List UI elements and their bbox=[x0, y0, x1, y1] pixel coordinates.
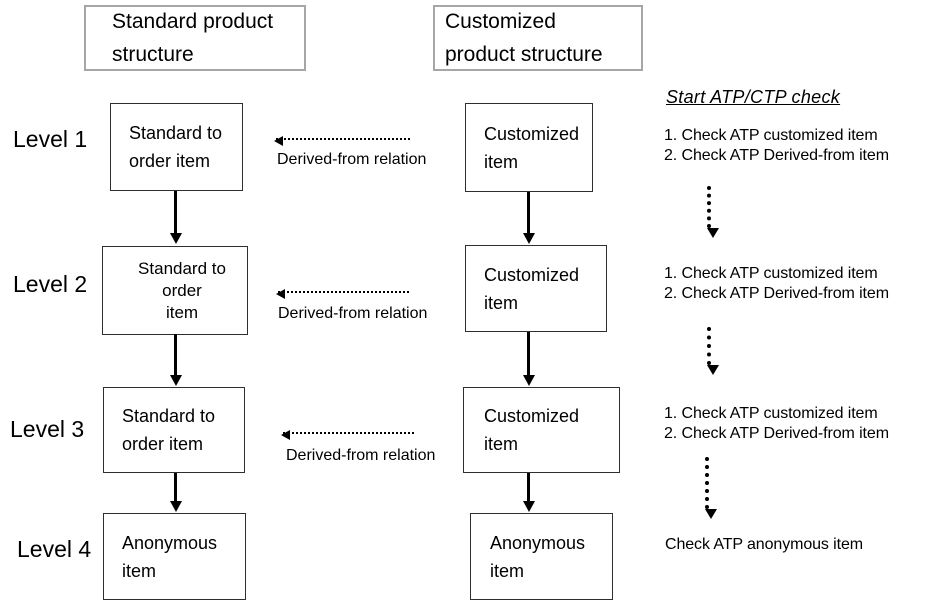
customized-item-box-level-3: Customized item bbox=[463, 387, 620, 473]
anonymous-item-box-customized: Anonymous item bbox=[470, 513, 613, 600]
derived-from-label-level-2: Derived-from relation bbox=[278, 305, 428, 322]
standard-item-box-level-3: Standard to order item bbox=[103, 387, 245, 473]
down-arrow-customized-3-4-icon bbox=[527, 473, 530, 501]
customized-structure-header: Customized product structure bbox=[433, 5, 643, 71]
level-1-label: Level 1 bbox=[13, 126, 88, 152]
down-arrow-standard-3-4-icon bbox=[174, 473, 177, 501]
down-arrow-customized-2-3-icon bbox=[527, 332, 530, 375]
level-4-label: Level 4 bbox=[17, 536, 92, 562]
standard-structure-header: Standard product structure bbox=[84, 5, 306, 71]
atp-check-title: Start ATP/CTP check bbox=[666, 87, 841, 107]
derived-from-arrow-level-1-icon bbox=[274, 136, 410, 146]
down-arrow-standard-1-2-icon bbox=[174, 191, 177, 233]
atp-sequence-arrow-1-icon bbox=[707, 186, 719, 238]
down-arrow-customized-1-2-icon bbox=[527, 192, 530, 233]
atp-steps-level-2: 1. Check ATP customized item 2. Check AT… bbox=[664, 265, 889, 302]
down-arrow-standard-2-3-icon bbox=[174, 334, 177, 375]
level-3-label: Level 3 bbox=[10, 416, 85, 442]
atp-sequence-arrow-3-icon bbox=[705, 457, 717, 519]
derived-from-arrow-level-2-icon bbox=[276, 289, 409, 299]
atp-steps-level-1: 1. Check ATP customized item 2. Check AT… bbox=[664, 127, 889, 164]
standard-item-box-level-1: Standard to order item bbox=[110, 103, 243, 191]
level-2-label: Level 2 bbox=[13, 271, 88, 297]
standard-item-box-level-2: Standard to order item bbox=[102, 246, 248, 335]
derived-from-label-level-1: Derived-from relation bbox=[277, 151, 427, 168]
customized-item-box-level-1: Customized item bbox=[465, 103, 593, 192]
derived-from-label-level-3: Derived-from relation bbox=[286, 447, 436, 464]
atp-final-step: Check ATP anonymous item bbox=[665, 536, 863, 553]
derived-from-arrow-level-3-icon bbox=[281, 430, 414, 440]
atp-sequence-arrow-2-icon bbox=[707, 327, 719, 375]
customized-item-box-level-2: Customized item bbox=[465, 245, 607, 332]
anonymous-item-box-standard: Anonymous item bbox=[103, 513, 246, 600]
atp-steps-level-3: 1. Check ATP customized item 2. Check AT… bbox=[664, 405, 889, 442]
